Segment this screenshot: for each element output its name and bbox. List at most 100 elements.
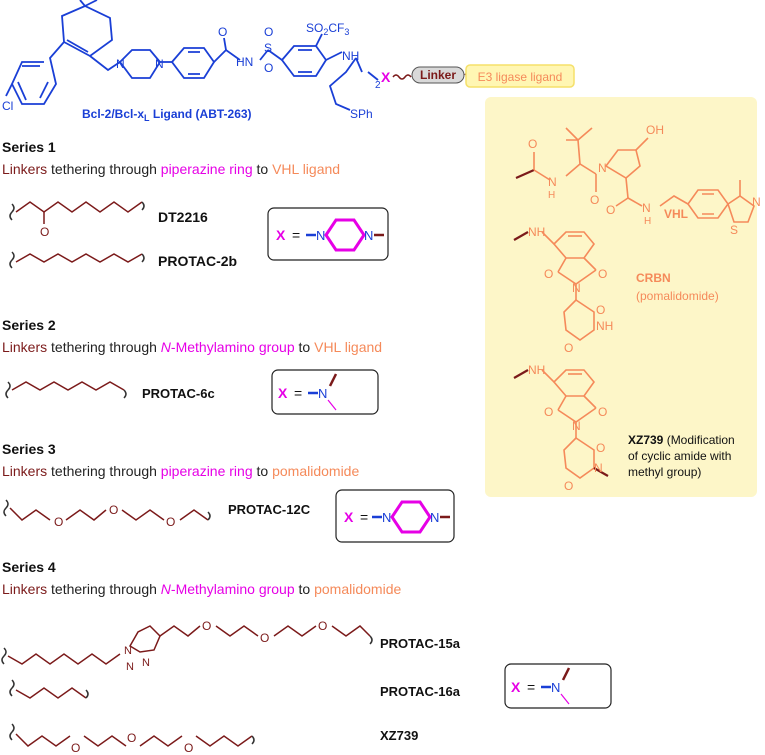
- xz739-structure: [513, 369, 609, 479]
- crbn-nh: NH: [528, 225, 545, 239]
- protac-2b-linker: [9, 251, 145, 269]
- x-box-methylamino-1: [271, 369, 379, 415]
- chlorine-atom: Cl: [2, 99, 13, 113]
- protac-12c-linker: [3, 499, 211, 521]
- xz739-oxygens: O O O: [71, 731, 193, 755]
- crbn-label: CRBN: [636, 271, 671, 285]
- vhl-o2: O: [590, 193, 599, 207]
- x-box-4-maroon-bond: [561, 667, 571, 681]
- series-3-desc-segment: piperazine ring: [161, 463, 253, 479]
- series-2-desc-segment: N: [161, 339, 172, 355]
- abt263-bonds-extra: [367, 71, 379, 81]
- vhl-label: VHL: [664, 207, 688, 221]
- x-box-2-methyl: [327, 399, 337, 411]
- xz-nh: NH: [528, 363, 545, 377]
- compound-protac-15a: PROTAC-15a: [380, 636, 461, 651]
- x-box-methylamino-2: [504, 663, 612, 709]
- crbn-sublabel: (pomalidomide): [636, 289, 719, 303]
- vhl-n3: N: [642, 201, 651, 215]
- series-1-desc-segment: Linkers: [2, 161, 47, 177]
- x-box-1-n1: N: [316, 228, 325, 243]
- xz-o3: O: [596, 441, 605, 455]
- series-1-desc-segment: piperazine ring: [161, 161, 253, 177]
- x-box-2-n: N: [318, 386, 327, 401]
- linker-pill: [411, 66, 465, 84]
- e3-ligand-panel: [485, 97, 757, 497]
- e3-ligand-box: [465, 64, 575, 88]
- series-2-desc-segment: to: [295, 339, 314, 355]
- vhl-thiazole-s: S: [730, 223, 738, 237]
- crbn-o2: O: [598, 267, 607, 281]
- triazole-n2: N: [126, 661, 134, 673]
- amide-oxygen: O: [218, 25, 227, 39]
- triazole-n-labels: N N N: [124, 645, 150, 673]
- x-box-4-n: N: [551, 680, 560, 695]
- linker-label: Linker: [420, 68, 456, 82]
- x-box-3-n1: N: [382, 510, 391, 525]
- x-box-1-ring: [324, 218, 366, 252]
- crbn-o1: O: [544, 267, 553, 281]
- ether-o-2: O: [109, 503, 118, 517]
- protac-16a-linker: [9, 679, 89, 699]
- protac-6c-linker: [5, 381, 127, 399]
- vhl-n1: N: [548, 175, 557, 189]
- series-1-description: Linkers tethering through piperazine rin…: [2, 161, 340, 177]
- series-2-desc-segment: -Methylamino group: [171, 339, 295, 355]
- vhl-o3: O: [606, 203, 615, 217]
- x-box-4-methyl: [560, 693, 570, 705]
- triazole-n3: N: [142, 657, 150, 669]
- series-4-desc-segment: -Methylamino group: [171, 581, 295, 597]
- dt2216-carbonyl-oxygen: O: [40, 225, 49, 239]
- vhl-oh: OH: [646, 123, 664, 137]
- series-1-desc-segment: VHL ligand: [272, 161, 340, 177]
- x-box-3-n2: N: [430, 510, 439, 525]
- ether-o-1: O: [54, 515, 63, 529]
- series-4-desc-segment: to: [295, 581, 314, 597]
- sulfonyl-o1: O: [264, 25, 273, 39]
- x-box-3-equals: =: [360, 509, 368, 525]
- crbn-nh2: NH: [596, 319, 613, 333]
- series-3-desc-segment: Linkers: [2, 463, 47, 479]
- series-1-title: Series 1: [2, 139, 56, 155]
- xz739-atom-labels: NH O O N O N O: [528, 363, 607, 493]
- crbn-structure: [513, 231, 597, 341]
- xz-n2: N: [594, 461, 603, 475]
- series-4-desc-segment: N: [161, 581, 172, 597]
- compound-xz739-linker: XZ739: [380, 728, 418, 743]
- abt263-title: Bcl-2/Bcl-xL Ligand (ABT-263): [82, 107, 252, 123]
- crbn-atom-labels: NH O O N O NH O: [528, 225, 613, 355]
- methylene-subscript: 2: [375, 80, 381, 91]
- vhl-o1: O: [528, 137, 537, 151]
- vhl-h2: H: [644, 216, 651, 227]
- xz739-panel-label: XZ739 (Modification: [628, 433, 735, 447]
- compound-protac-6c: PROTAC-6c: [142, 386, 215, 401]
- x-box-2-x: X: [278, 385, 288, 401]
- sulfonyl-s: S: [264, 41, 272, 55]
- series-4-desc-segment: Linkers: [2, 581, 47, 597]
- sulfonyl-o2: O: [264, 61, 273, 75]
- x-box-1-n2: N: [364, 228, 373, 243]
- series-3-description: Linkers tethering through piperazine rin…: [2, 463, 359, 479]
- x-box-1-equals: =: [292, 227, 300, 243]
- compound-protac-16a: PROTAC-16a: [380, 684, 461, 699]
- compound-protac-12c: PROTAC-12C: [228, 502, 311, 517]
- ether-15a-o1: O: [202, 619, 211, 633]
- vhl-atom-labels: O N H O N OH O N H N S: [528, 123, 761, 237]
- series-2-description: Linkers tethering through N-Methylamino …: [2, 339, 382, 355]
- x-attachment-label: X: [381, 69, 391, 85]
- vhl-h1: H: [548, 190, 555, 201]
- x-box-2-maroon-bond: [328, 373, 338, 387]
- xz739-linker: [9, 723, 255, 747]
- so2cf3-label: SO2CF3: [306, 21, 349, 37]
- crbn-n: N: [572, 281, 581, 295]
- abt263-structure: [5, 0, 363, 111]
- xz739-desc-line3: methyl group): [628, 465, 701, 479]
- ether-15a-o2: O: [260, 631, 269, 645]
- protac-12c-oxygens: O O O: [54, 503, 175, 529]
- dt2216-linker: [9, 201, 145, 224]
- x-box-3-ring: [390, 500, 432, 534]
- series-3-title: Series 3: [2, 441, 56, 457]
- series-4-desc-segment: pomalidomide: [314, 581, 401, 597]
- series-2-desc-segment: VHL ligand: [314, 339, 382, 355]
- protac-15a-linker: [1, 625, 373, 665]
